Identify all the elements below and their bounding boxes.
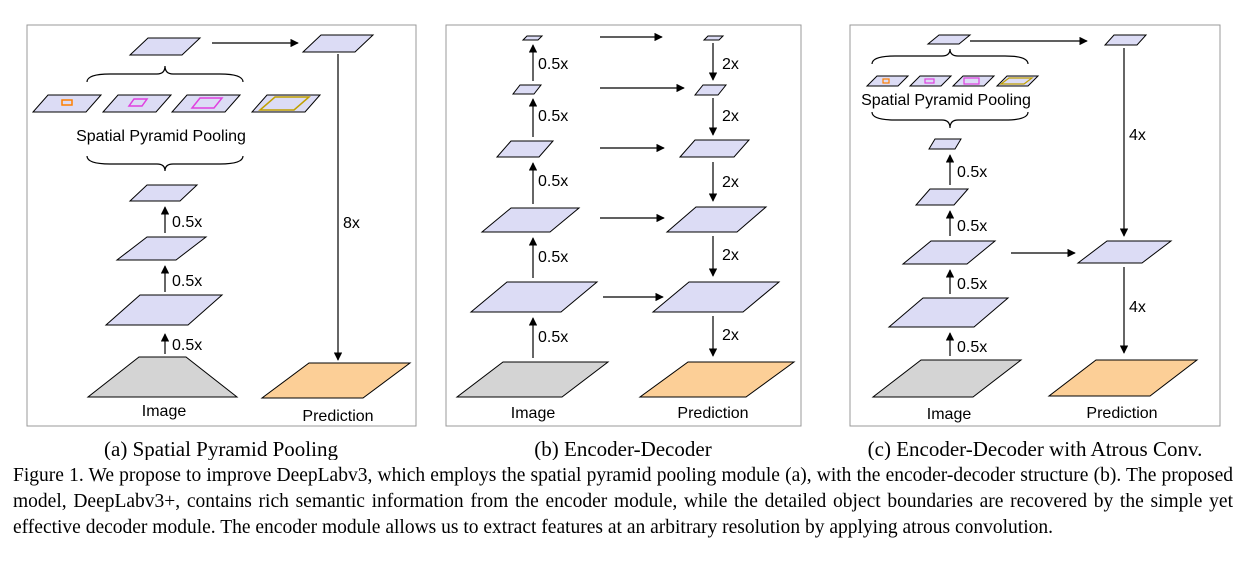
panel-c-caption: (c) Encoder-Decoder with Atrous Conv. [868, 437, 1203, 460]
encoder-label-2: 0.5x [538, 249, 568, 266]
panel-b-caption: (b) Encoder-Decoder [534, 437, 711, 460]
decoder-map-5 [702, 35, 725, 41]
encoder-map-3 [914, 188, 970, 206]
decoder-label-2: 4x [1129, 299, 1146, 316]
image-label: Image [142, 403, 187, 420]
pool-plane-3 [951, 75, 996, 87]
pool-region-3 [963, 77, 980, 85]
pool-region-3 [190, 97, 224, 109]
input-image-plane [871, 359, 1023, 398]
decoder-map-2 [665, 206, 768, 233]
decoder-map-4 [693, 84, 728, 96]
encoder-map-4 [511, 84, 543, 95]
input-image-plane [86, 356, 239, 398]
spp-label: Spatial Pyramid Pooling [76, 128, 246, 145]
pool-plane-2 [101, 94, 173, 113]
pool-region-1 [882, 78, 890, 84]
downsample-label-2: 0.5x [172, 273, 202, 290]
encoder-label-3: 0.5x [538, 173, 568, 190]
decoder-label-4: 2x [722, 247, 739, 264]
spp-lower-brace [871, 111, 1029, 129]
encoder-map-1 [469, 281, 599, 313]
prediction-plane [260, 362, 412, 399]
panel-c-border [849, 24, 1221, 427]
panel-a-caption: (a) Spatial Pyramid Pooling [104, 437, 338, 460]
decoder-concat-map [1076, 240, 1173, 264]
prediction-label: Prediction [677, 405, 748, 422]
figure-diagram: 0.5x 0.5x 0.5x Spatial Pyramid Pooling 8… [26, 24, 1221, 460]
feature-map-3 [128, 184, 199, 202]
decoder-label-2: 2x [722, 108, 739, 125]
decoder-label-5: 2x [722, 327, 739, 344]
prediction-label: Prediction [1086, 405, 1157, 422]
decoder-input-map [1103, 34, 1148, 46]
encoder-map-4 [928, 138, 962, 150]
decoder-map-3 [678, 139, 751, 158]
encoder-map-3 [495, 140, 555, 158]
encoder-label-4: 0.5x [957, 164, 987, 181]
upsample-label: 8x [343, 215, 360, 232]
panel-a-border [26, 24, 417, 427]
image-label: Image [927, 406, 972, 423]
encoder-map-2 [901, 240, 997, 265]
encoder-map-2 [480, 207, 581, 233]
upsample-input-map [301, 34, 375, 53]
encoder-label-1: 0.5x [957, 339, 987, 356]
decoder-label-3: 2x [722, 174, 739, 191]
panel-c: 0.5x 0.5x 0.5x 0.5x Spatial Pyramid Pool… [849, 24, 1221, 427]
panel-a: 0.5x 0.5x 0.5x Spatial Pyramid Pooling 8… [26, 24, 417, 427]
encoder-label-4: 0.5x [538, 108, 568, 125]
spp-lower-brace [86, 155, 244, 172]
panel-b: 0.5x 0.5x 0.5x 0.5x 0.5x 2x 2x 2x 2x 2x … [445, 24, 802, 427]
encoder-map-1 [887, 297, 1010, 328]
encoder-label-2: 0.5x [957, 276, 987, 293]
image-label: Image [511, 405, 556, 422]
pool-plane-1 [31, 94, 103, 113]
feature-map-1 [104, 294, 224, 326]
decoder-label-1: 2x [722, 56, 739, 73]
decoder-label-1: 4x [1129, 127, 1146, 144]
pool-plane-1 [865, 75, 910, 87]
pool-region-2 [924, 78, 935, 84]
pool-region-2 [127, 98, 149, 107]
pool-region-4 [257, 96, 312, 111]
prediction-plane [1047, 359, 1199, 397]
feature-map-2 [115, 236, 208, 261]
spp-output-map [926, 34, 972, 45]
pool-plane-2 [908, 75, 953, 87]
input-image-plane [455, 361, 610, 398]
decoder-map-1 [651, 281, 781, 313]
pool-region-1 [61, 99, 73, 106]
pool-plane-3 [170, 94, 242, 113]
downsample-label-3: 0.5x [172, 214, 202, 231]
downsample-label-1: 0.5x [172, 337, 202, 354]
encoder-map-5 [521, 35, 544, 41]
encoder-label-1: 0.5x [538, 329, 568, 346]
prediction-plane [638, 361, 796, 398]
encoder-label-5: 0.5x [538, 56, 568, 73]
pool-region-4 [999, 77, 1034, 85]
encoder-label-3: 0.5x [957, 218, 987, 235]
prediction-label: Prediction [302, 408, 373, 425]
spp-label: Spatial Pyramid Pooling [861, 92, 1031, 109]
figure-caption: Figure 1. We propose to improve DeepLabv… [13, 465, 1233, 538]
pool-plane-4 [250, 94, 322, 113]
spp-upper-brace [86, 65, 244, 83]
spp-output-map [128, 37, 202, 56]
spp-upper-brace [871, 48, 1029, 65]
